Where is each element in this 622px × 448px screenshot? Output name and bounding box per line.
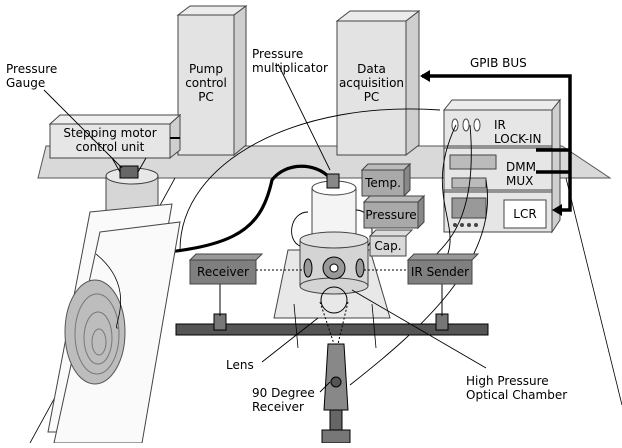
label-cap: Cap. [374,239,402,253]
optical-chamber [273,231,391,319]
gpib-bus-line [422,74,572,212]
high-pressure-line [117,164,332,258]
rail-posts [213,282,449,331]
label-lcr: LCR [513,207,537,221]
receiver-shape [188,253,264,285]
leader-lens [261,317,319,363]
cable-daq-to-lockin [179,108,441,251]
instrument-rack [442,98,562,234]
label-receiver: Receiver [197,265,249,279]
label-gpib-bus: GPIB BUS [470,56,527,70]
data-acquisition-pc [335,9,421,157]
label-lens: Lens [226,358,254,372]
pressure-multiplicator [311,173,357,239]
gpib-arrow-left [420,70,430,82]
table-edge-right [565,177,622,406]
leader-chamber [351,289,487,369]
cap-box-shape [368,229,414,257]
leader-90deg [319,381,331,393]
label-pressure-box: Pressure [365,208,417,222]
leader-pressure-multiplicator [277,63,331,171]
fresnel-lens [64,279,126,385]
stepping-motor-unit [48,113,182,160]
cable-to-90deg [349,179,488,386]
pressure-box-shape [362,194,426,230]
temp-box-shape [360,162,412,198]
label-ir-sender: IR Sender [410,265,470,279]
receiver-90-shape [321,343,351,444]
leader-pressure-gauge [43,89,123,169]
chamber-tube [291,211,309,247]
label-temp: Temp. [365,176,401,190]
ir-sender-shape [406,253,480,285]
optical-rail [175,323,489,336]
pump-control-pc [176,5,248,157]
gpib-arrow-right [552,204,562,216]
